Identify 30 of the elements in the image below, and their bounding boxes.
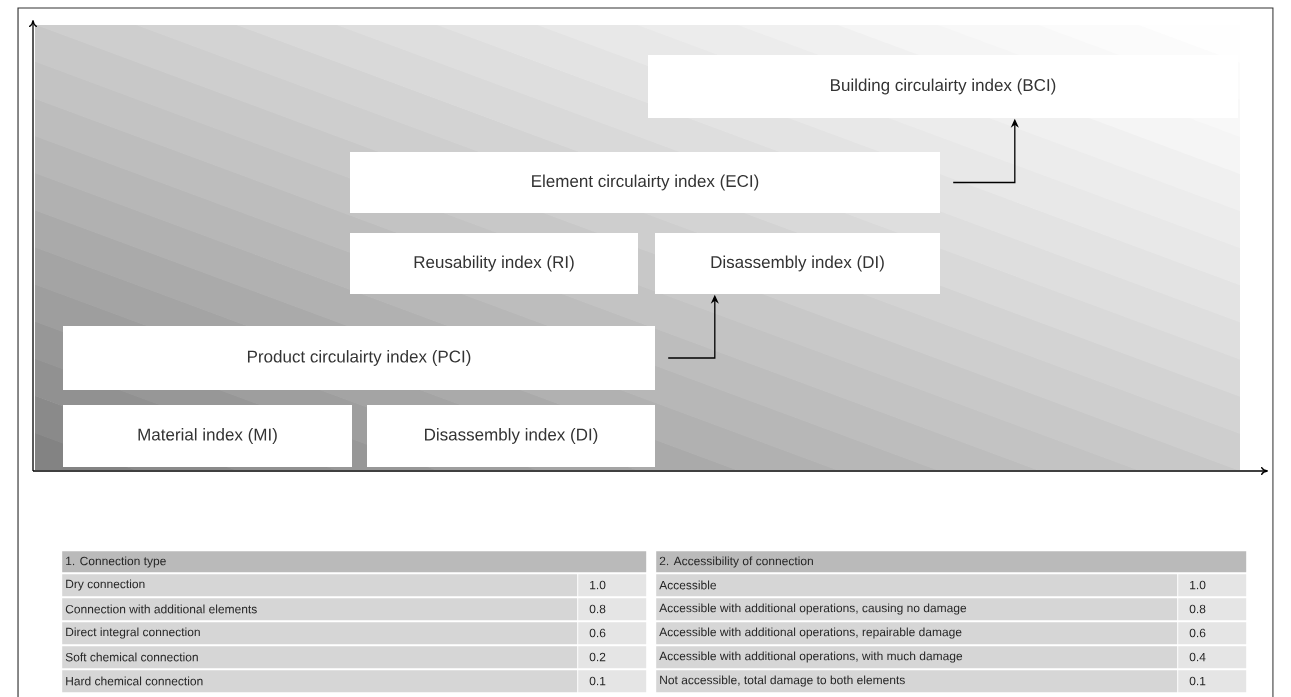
table-cell: Accessible with additional operations, with much damage	[656, 646, 1178, 669]
table-cell: 0.8	[1178, 598, 1247, 621]
table-header: 2. Accessibility of connection	[656, 551, 1247, 573]
index-box: Reusability index (RI)	[350, 233, 638, 294]
table-cell: Not accessible, total damage to both elements	[656, 670, 1178, 693]
index-box: Disassembly index (DI)	[655, 233, 940, 294]
table-cell: Dry connection	[62, 574, 578, 597]
table-cell: 1.0	[578, 574, 647, 597]
table-cell: Direct integral connection	[62, 622, 578, 645]
table-header: 1. Connection type	[62, 551, 647, 573]
table-cell: 0.1	[578, 670, 647, 693]
table-cell: Soft chemical connection	[62, 646, 578, 669]
index-box: Element circulairty index (ECI)	[350, 152, 940, 213]
index-box: Building circulairty index (BCI)	[648, 55, 1238, 118]
table-cell: 1.0	[1178, 574, 1247, 597]
table-cell: Accessible	[656, 574, 1178, 597]
table-cell: Accessible with additional operations, causing no damage	[656, 598, 1178, 621]
index-box: Disassembly index (DI)	[367, 405, 655, 467]
index-box: Material index (MI)	[63, 405, 352, 467]
table-cell: 0.1	[1178, 670, 1247, 693]
table-cell: 0.6	[1178, 622, 1247, 645]
node-label: Building circulairty index (BCI)	[831, 78, 1056, 95]
table-cell: 0.6	[578, 622, 647, 645]
table-cell: Accessible with additional operations, repairable damage	[656, 622, 1178, 645]
table-cell: Hard chemical connection	[62, 670, 578, 693]
table-cell: 0.2	[578, 646, 647, 669]
table-cell: Connection with additional elements	[62, 598, 578, 621]
table-cell: 0.8	[578, 598, 647, 621]
table-cell: 0.4	[1178, 646, 1247, 669]
index-box: Product circulairty index (PCI)	[63, 326, 655, 390]
